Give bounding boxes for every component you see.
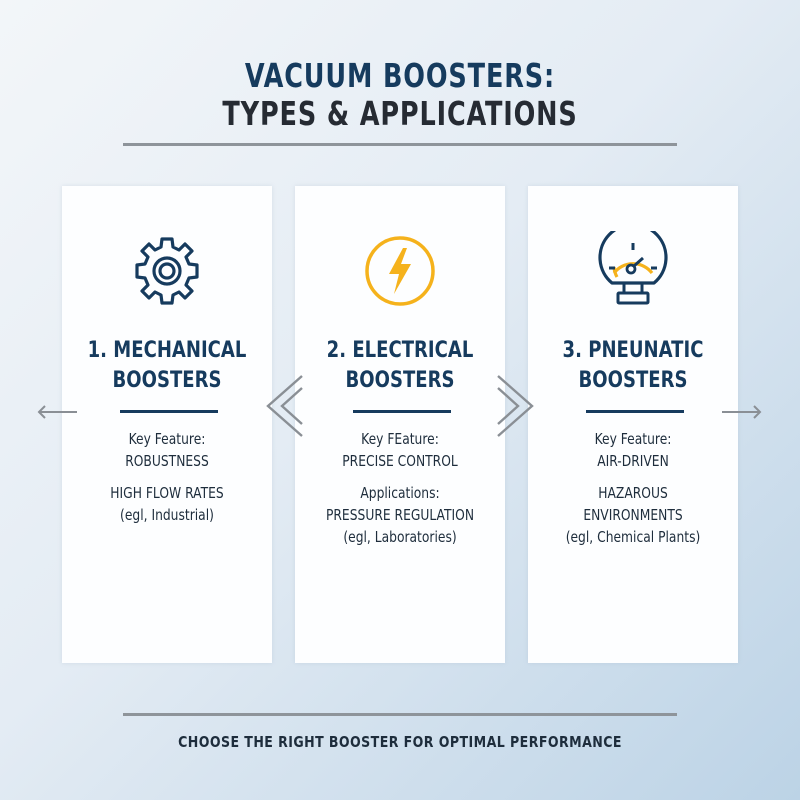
card-title-line-2: BOOSTERS bbox=[345, 368, 455, 393]
application-value: HIGH FLOW RATES bbox=[110, 484, 224, 502]
lightning-bolt-icon bbox=[365, 236, 435, 306]
card-title: 2. ELECTRICAL BOOSTERS bbox=[314, 336, 486, 396]
applications-label: Applications: bbox=[360, 484, 440, 502]
arrow-left-icon bbox=[37, 405, 77, 419]
key-feature-label: Key Feature: bbox=[128, 430, 206, 448]
application-example: (egl, Chemical Plants) bbox=[565, 528, 701, 546]
card-title-line-2: BOOSTERS bbox=[112, 368, 222, 393]
card-title-line-1: 1. MECHANICAL bbox=[87, 338, 247, 363]
card-title: 3. PNEUNATIC BOOSTERS bbox=[547, 336, 719, 396]
card-mechanical-boosters: 1. MECHANICAL BOOSTERS Key Feature: ROBU… bbox=[62, 186, 272, 663]
card-description: Key Feature: ROBUSTNESS HIGH FLOW RATES … bbox=[81, 428, 253, 526]
footer-divider bbox=[123, 713, 677, 716]
page-title-line-1: VACUUM BOOSTERS: bbox=[244, 56, 556, 95]
application-value: HAZAROUS ENVIRONMENTS bbox=[583, 484, 683, 524]
key-feature-value: PRECISE CONTROL bbox=[342, 452, 458, 470]
card-title-line-1: 2. ELECTRICAL bbox=[326, 338, 474, 363]
application-example: (egl, Laboratories) bbox=[343, 528, 457, 546]
card-title-line-2: BOOSTERS bbox=[578, 368, 688, 393]
card-title-line-1: 3. PNEUNATIC bbox=[562, 338, 704, 363]
key-feature-label: Key FEature: bbox=[361, 430, 439, 448]
card-electrical-boosters: 2. ELECTRICAL BOOSTERS Key FEature: PREC… bbox=[295, 186, 505, 663]
application-example: (egl, Industrial) bbox=[120, 506, 214, 524]
title-divider bbox=[123, 143, 677, 146]
application-value: PRESSURE REGULATION bbox=[325, 506, 475, 524]
gear-icon bbox=[135, 237, 199, 305]
card-divider bbox=[120, 410, 218, 413]
key-feature-value: ROBUSTNESS bbox=[125, 452, 209, 470]
pressure-gauge-icon bbox=[598, 231, 668, 305]
double-chevron-right-icon bbox=[497, 375, 534, 437]
footer-tagline: CHOOSE THE RIGHT BOOSTER FOR OPTIMAL PER… bbox=[178, 733, 622, 751]
card-pneumatic-boosters: 3. PNEUNATIC BOOSTERS Key Feature: AIR-D… bbox=[528, 186, 738, 663]
key-feature-value: AIR-DRIVEN bbox=[597, 452, 669, 470]
arrow-right-icon bbox=[722, 405, 762, 419]
card-description: Key Feature: AIR-DRIVEN HAZAROUS ENVIRON… bbox=[547, 428, 719, 548]
card-title: 1. MECHANICAL BOOSTERS bbox=[81, 336, 253, 396]
card-divider bbox=[353, 410, 451, 413]
card-description: Key FEature: PRECISE CONTROL Application… bbox=[314, 428, 486, 548]
key-feature-label: Key Feature: bbox=[594, 430, 672, 448]
card-divider bbox=[586, 410, 684, 413]
double-chevron-left-icon bbox=[266, 375, 303, 437]
page-title-line-2: TYPES & APPLICATIONS bbox=[222, 94, 578, 133]
